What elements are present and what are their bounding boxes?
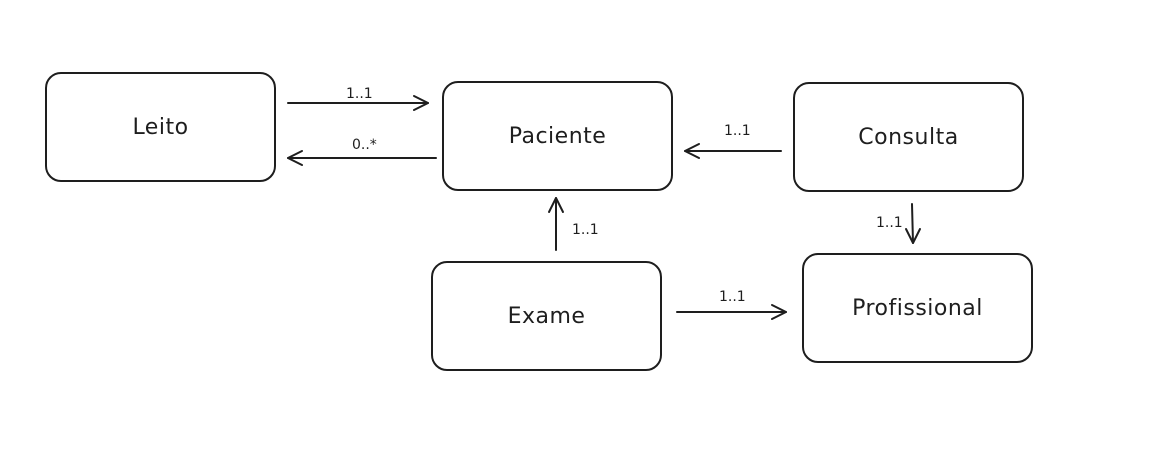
edge-label-paciente-leito: 0..* [352, 137, 377, 153]
edge-label-consulta-profissional: 1..1 [876, 215, 903, 231]
edge-consulta-paciente: 1..1 [684, 123, 782, 159]
node-consulta[interactable]: Consulta [793, 82, 1024, 192]
node-leito-label: Leito [132, 114, 189, 140]
edge-label-exame-paciente: 1..1 [572, 222, 599, 238]
edge-label-leito-paciente: 1..1 [346, 86, 373, 102]
edge-paciente-leito: 0..* [287, 137, 437, 166]
edge-exame-paciente: 1..1 [548, 197, 599, 251]
node-paciente-label: Paciente [508, 123, 607, 149]
node-profissional[interactable]: Profissional [802, 253, 1033, 363]
node-leito[interactable]: Leito [45, 72, 276, 182]
node-exame-label: Exame [507, 303, 586, 329]
edge-label-consulta-paciente: 1..1 [724, 123, 751, 139]
edge-consulta-profissional: 1..1 [876, 203, 921, 244]
node-profissional-label: Profissional [852, 295, 983, 321]
node-exame[interactable]: Exame [431, 261, 662, 371]
edge-label-exame-profissional: 1..1 [719, 289, 746, 305]
node-consulta-label: Consulta [858, 124, 959, 150]
edge-exame-profissional: 1..1 [676, 289, 787, 320]
node-paciente[interactable]: Paciente [442, 81, 673, 191]
edge-leito-paciente: 1..1 [287, 86, 429, 111]
